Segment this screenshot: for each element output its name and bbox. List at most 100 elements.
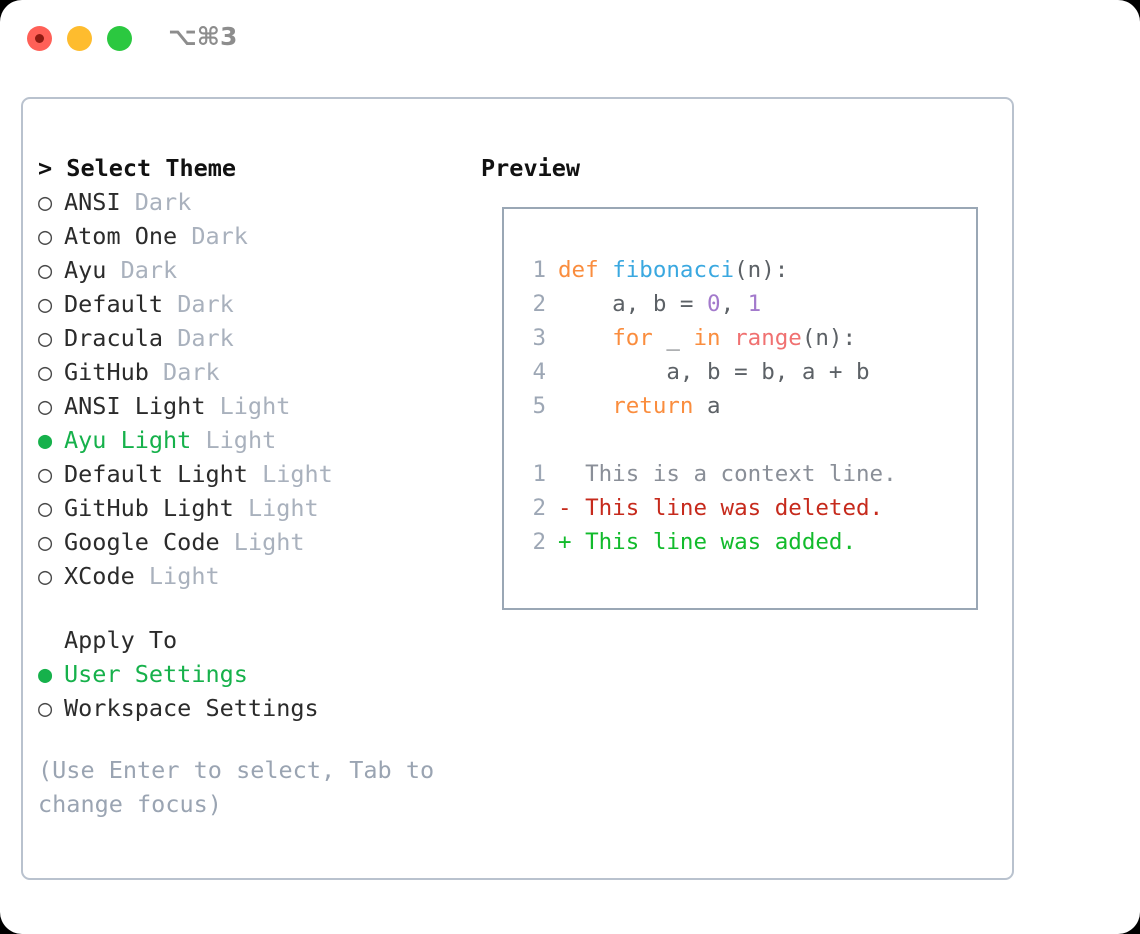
apply-to-label: User Settings — [64, 660, 248, 688]
radio-empty-icon[interactable]: ○ — [38, 222, 53, 250]
theme-variant-badge: Dark — [177, 290, 234, 318]
apply-to-list[interactable]: ● User Settings ○ Workspace Settings — [38, 657, 478, 725]
theme-list-item[interactable]: ● Ayu Light Light — [38, 423, 478, 457]
radio-empty-icon[interactable]: ○ — [38, 494, 53, 522]
theme-list-item[interactable]: ○Google Code Light — [38, 525, 478, 559]
diff-line-number: 2 — [532, 495, 546, 521]
radio-empty-icon[interactable]: ○ — [38, 324, 53, 352]
diff-text: This is a context line. — [571, 461, 897, 487]
diff-line: 2 + This line was added. — [504, 525, 976, 559]
code-line: 1 def fibonacci(n): — [504, 253, 976, 287]
theme-variant-badge: Light — [247, 494, 319, 522]
radio-selected-icon[interactable]: ● — [38, 426, 53, 454]
code-token: 1 — [747, 291, 762, 317]
theme-list-item[interactable]: ○ Default Light Light — [38, 457, 478, 491]
theme-name: Ayu — [64, 256, 107, 284]
theme-variant-badge: Light — [262, 460, 333, 488]
code-token: a, b = b, a + b — [558, 359, 870, 385]
theme-name: XCode — [64, 562, 135, 590]
theme-picker-panel: > Select Theme ○ANSI Dark○Atom One Dark○… — [21, 97, 1014, 880]
radio-empty-icon[interactable]: ○ — [38, 256, 53, 284]
code-token — [558, 393, 612, 419]
theme-list-item[interactable]: ○ANSI Light Light — [38, 389, 478, 423]
diff-line: 2- This line was deleted. — [504, 491, 976, 525]
theme-list-item[interactable]: ○Atom One Dark — [38, 219, 478, 253]
theme-list-item[interactable]: ○ XCode Light — [38, 559, 478, 593]
code-token: (n): — [801, 325, 857, 351]
code-token: def — [558, 257, 613, 283]
diff-text: This line was deleted. — [571, 495, 884, 521]
theme-list-item[interactable]: ○ Dracula Dark — [38, 321, 478, 355]
radio-empty-icon[interactable]: ○ — [38, 188, 53, 216]
theme-list[interactable]: ○ANSI Dark○Atom One Dark○Ayu Dark○Defaul… — [38, 185, 478, 593]
theme-variant-badge: Light — [148, 562, 220, 590]
theme-variant-badge: Light — [233, 528, 305, 556]
theme-variant-badge: Dark — [177, 324, 234, 352]
code-line-number: 1 — [532, 257, 546, 283]
theme-variant-badge: Dark — [134, 188, 192, 216]
title-bar: ⌥⌘3 — [0, 0, 1140, 78]
maximize-button[interactable] — [107, 26, 132, 51]
code-token: in — [693, 325, 721, 351]
radio-empty-icon[interactable]: ○ — [38, 694, 53, 722]
theme-name: GitHub Light — [64, 494, 234, 522]
section-spacer — [38, 593, 478, 623]
theme-variant-badge: Dark — [120, 256, 178, 284]
theme-list-item[interactable]: ○ GitHub Light Light — [38, 491, 478, 525]
keyboard-shortcut-label: ⌥⌘3 — [168, 22, 238, 51]
radio-selected-icon[interactable]: ● — [38, 660, 53, 688]
theme-list-item[interactable]: ○ Default Dark — [38, 287, 478, 321]
code-token — [721, 325, 735, 351]
theme-variant-badge: Dark — [163, 358, 220, 386]
apply-to-item[interactable]: ● User Settings — [38, 657, 478, 691]
theme-name: ANSI — [64, 188, 121, 216]
theme-list-item[interactable]: ○ ANSI Dark — [38, 185, 478, 219]
radio-empty-icon[interactable]: ○ — [38, 358, 53, 386]
theme-name: Ayu Light — [64, 426, 192, 454]
radio-empty-icon[interactable]: ○ — [38, 460, 53, 488]
diff-text: This line was added. — [571, 529, 857, 555]
code-token: for — [612, 325, 653, 351]
apply-to-heading: Apply To — [64, 626, 178, 654]
diff-marker: + — [558, 529, 572, 555]
theme-list-item[interactable]: ○ Ayu Dark — [38, 253, 478, 287]
theme-selection-column: > Select Theme ○ANSI Dark○Atom One Dark○… — [38, 151, 478, 821]
diff-line-number: 1 — [532, 461, 546, 487]
radio-empty-icon[interactable]: ○ — [38, 290, 53, 318]
code-diff-separator — [504, 423, 976, 457]
radio-empty-icon[interactable]: ○ — [38, 528, 53, 556]
code-line: 5 return a — [504, 389, 976, 423]
theme-variant-badge: Light — [219, 392, 291, 420]
theme-variant-badge: Light — [205, 426, 277, 454]
code-token: (n): — [734, 257, 789, 283]
radio-empty-icon[interactable]: ○ — [38, 392, 53, 420]
diff-marker — [558, 461, 572, 487]
code-line-number: 4 — [532, 359, 546, 385]
theme-list-item[interactable]: ○GitHub Dark — [38, 355, 478, 389]
theme-name: Default Light — [64, 460, 248, 488]
select-theme-heading: > Select Theme — [38, 154, 237, 182]
diff-line-number: 2 — [532, 529, 546, 555]
code-line: 3 for _ in range(n): — [504, 321, 976, 355]
code-token: a — [693, 393, 721, 419]
radio-empty-icon[interactable]: ○ — [38, 562, 53, 590]
apply-to-item[interactable]: ○ Workspace Settings — [38, 691, 478, 725]
code-line: 2 a, b = 0, 1 — [504, 287, 976, 321]
apply-to-label: Workspace Settings — [64, 694, 319, 722]
code-token: return — [612, 393, 694, 419]
diff-marker: - — [558, 495, 572, 521]
code-token: fibonacci — [612, 257, 735, 283]
theme-name: Dracula — [64, 324, 164, 352]
code-token: a, b = — [558, 291, 708, 317]
keyboard-hint-text: (Use Enter to select, Tab to change focu… — [38, 756, 449, 818]
diff-preview: 1 This is a context line. 2- This line wa… — [504, 457, 976, 559]
code-token — [558, 325, 612, 351]
theme-name: Default — [64, 290, 164, 318]
minimize-button[interactable] — [67, 26, 92, 51]
code-token: , — [720, 291, 748, 317]
close-button[interactable] — [27, 26, 52, 51]
